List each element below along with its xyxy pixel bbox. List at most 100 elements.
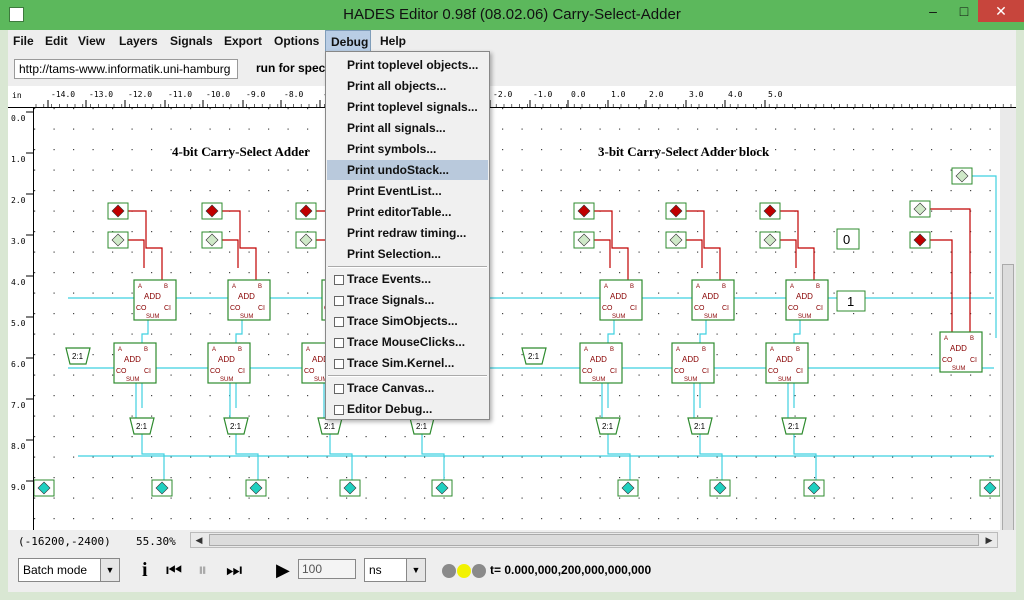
mux-body[interactable] [521, 347, 547, 365]
adder-body[interactable] [599, 279, 643, 321]
input-switch-icon[interactable] [909, 231, 931, 249]
debug-print-toplevel-objects[interactable]: Print toplevel objects... [347, 58, 479, 72]
maximize-button[interactable]: □ [959, 3, 969, 19]
run-for-input[interactable]: 100 [298, 559, 356, 579]
schematic-svg[interactable]: 4-bit Carry-Select Adder 3-bit Carry-Sel… [34, 108, 1000, 530]
mux-component[interactable]: 2:1 [781, 417, 807, 435]
menu-view[interactable]: View [78, 34, 106, 48]
chevron-down-icon[interactable]: ▼ [406, 559, 425, 581]
mux-component[interactable]: 2:1 [317, 417, 343, 435]
debug-print-all-objects[interactable]: Print all objects... [347, 79, 447, 93]
mode-select[interactable]: Batch mode ▼ [18, 558, 120, 582]
debug-trace-events[interactable]: Trace Events... [327, 269, 488, 289]
scroll-left-icon[interactable]: ◀ [195, 535, 203, 545]
input-switch-icon[interactable] [573, 202, 595, 220]
adder-body[interactable] [785, 279, 829, 321]
pause-icon[interactable]: ⏸ [198, 560, 207, 580]
debug-print-all-signals[interactable]: Print all signals... [347, 121, 446, 135]
adder-body[interactable] [579, 342, 623, 384]
input-switch-icon[interactable] [201, 202, 223, 220]
checkbox-icon[interactable] [334, 317, 344, 327]
debug-trace-simkernel[interactable]: Trace Sim.Kernel... [327, 353, 488, 373]
const-one-box[interactable] [836, 290, 866, 312]
debug-print-undostack[interactable]: Print undoStack... [327, 160, 488, 180]
chevron-down-icon[interactable]: ▼ [100, 559, 119, 581]
url-field[interactable]: http://tams-www.informatik.uni-hamburg [14, 59, 238, 79]
debug-trace-signals[interactable]: Trace Signals... [327, 290, 488, 310]
debug-editor-debug[interactable]: Editor Debug... [327, 399, 488, 419]
menu-export[interactable]: Export [224, 34, 263, 48]
debug-print-toplevel-signals[interactable]: Print toplevel signals... [347, 100, 478, 114]
mux-body[interactable] [781, 417, 807, 435]
mux-body[interactable] [687, 417, 713, 435]
schematic-canvas[interactable]: 4-bit Carry-Select Adder 3-bit Carry-Sel… [34, 108, 1000, 530]
const-zero-box[interactable] [836, 228, 860, 250]
input-switch-icon[interactable] [107, 202, 129, 220]
menu-debug[interactable]: Debug [325, 30, 371, 52]
input-switch-icon[interactable] [665, 202, 687, 220]
mux-component[interactable]: 2:1 [223, 417, 249, 435]
debug-print-selection[interactable]: Print Selection... [347, 247, 442, 261]
mux-body[interactable] [223, 417, 249, 435]
play-icon[interactable]: ▶ [276, 560, 290, 580]
debug-print-redraw-timing[interactable]: Print redraw timing... [347, 226, 467, 240]
adder-body[interactable] [691, 279, 735, 321]
input-switch-icon[interactable] [573, 231, 595, 249]
horizontal-scrollbar[interactable]: ◀ ▶ [190, 532, 998, 548]
menu-options[interactable]: Options [274, 34, 320, 48]
adder-body[interactable] [133, 279, 177, 321]
adder-body[interactable] [765, 342, 809, 384]
adder-body[interactable] [671, 342, 715, 384]
input-switch-icon[interactable] [295, 202, 317, 220]
time-unit-select[interactable]: ns ▼ [364, 558, 426, 582]
checkbox-icon[interactable] [334, 296, 344, 306]
menu-layers[interactable]: Layers [119, 34, 158, 48]
input-switch-icon[interactable] [295, 231, 317, 249]
debug-trace-canvas[interactable]: Trace Canvas... [327, 378, 488, 398]
checkbox-icon[interactable] [334, 338, 344, 348]
mux-body[interactable] [65, 347, 91, 365]
close-button[interactable]: ✕ [978, 0, 1024, 22]
input-switch-icon[interactable] [759, 202, 781, 220]
vertical-scrollbar[interactable] [1000, 108, 1016, 584]
mux-component[interactable]: 2:1 [409, 417, 435, 435]
rewind-icon[interactable]: ⏮ [166, 560, 183, 580]
input-switch-icon[interactable] [951, 167, 973, 185]
debug-print-symbols[interactable]: Print symbols... [347, 142, 437, 156]
input-switch-icon[interactable] [759, 231, 781, 249]
debug-trace-mouseclicks[interactable]: Trace MouseClicks... [327, 332, 488, 352]
minimize-button[interactable]: – [929, 3, 937, 19]
input-switch-icon[interactable] [201, 231, 223, 249]
input-switch-icon[interactable] [107, 231, 129, 249]
menu-file[interactable]: File [13, 34, 34, 48]
adder-body[interactable] [113, 342, 157, 384]
mux-body[interactable] [595, 417, 621, 435]
checkbox-icon[interactable] [334, 405, 344, 415]
mux-component[interactable]: 2:1 [595, 417, 621, 435]
menu-signals[interactable]: Signals [170, 34, 213, 48]
mux-body[interactable] [129, 417, 155, 435]
input-switch-icon[interactable] [909, 200, 931, 218]
scroll-right-icon[interactable]: ▶ [985, 535, 993, 545]
horizontal-scroll-thumb[interactable] [209, 534, 979, 546]
debug-trace-simobjects[interactable]: Trace SimObjects... [327, 311, 488, 331]
fast-forward-icon[interactable]: ⏭ [226, 560, 243, 580]
info-icon[interactable]: i [142, 559, 148, 581]
adder-body[interactable] [939, 331, 983, 373]
input-switch-icon[interactable] [665, 231, 687, 249]
mux-component[interactable]: 2:1 [687, 417, 713, 435]
debug-print-editortable[interactable]: Print editorTable... [347, 205, 452, 219]
checkbox-icon[interactable] [334, 359, 344, 369]
adder-body[interactable] [227, 279, 271, 321]
adder-body[interactable] [207, 342, 251, 384]
mux-component[interactable]: 2:1 [65, 347, 91, 365]
